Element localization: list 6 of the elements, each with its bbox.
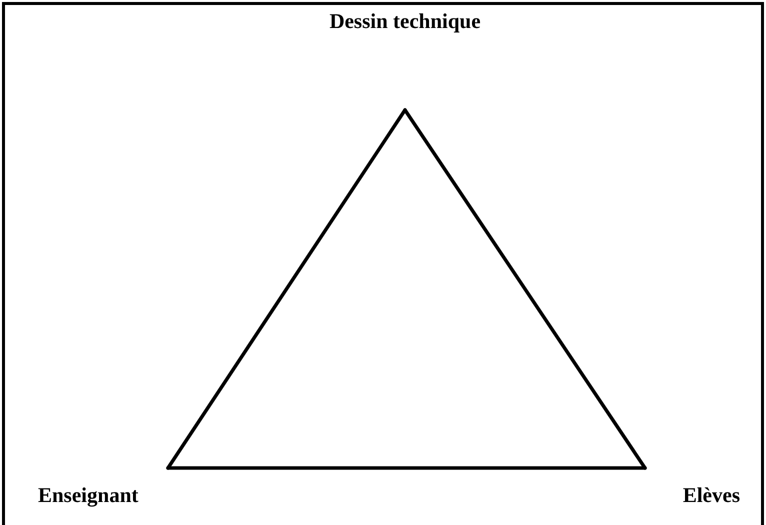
- triangle-side: [166, 108, 407, 470]
- vertex-label: Dessin technique: [329, 8, 481, 34]
- triangle-side: [166, 466, 647, 470]
- triangle-side: [403, 108, 647, 470]
- vertex-label: Enseignant: [38, 482, 138, 508]
- vertex-label: Elèves: [682, 482, 740, 508]
